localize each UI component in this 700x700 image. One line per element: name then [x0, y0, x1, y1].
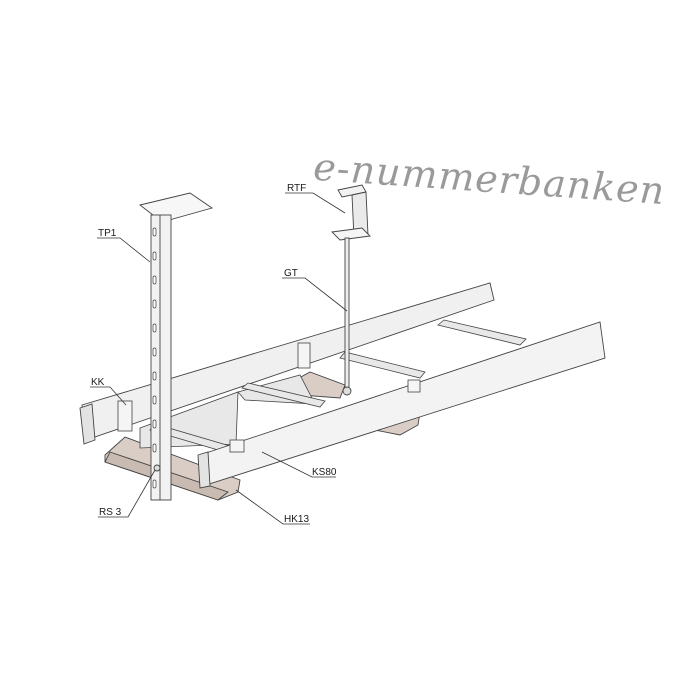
rtf-bracket	[331, 184, 371, 241]
kk-clips	[117, 342, 421, 453]
label-kk: KK	[91, 377, 105, 388]
ks80-front-rail	[197, 321, 606, 489]
label-tp1: TP1	[98, 228, 117, 239]
label-gt: GT	[284, 268, 298, 279]
label-rtf: RTF	[287, 183, 306, 194]
label-rs3: RS 3	[99, 507, 122, 518]
gt-threaded-rod	[342, 237, 352, 396]
ks80-back-rail	[79, 282, 495, 445]
tp1-post	[138, 192, 214, 501]
leader-lines	[90, 192, 348, 525]
label-ks80: KS80	[312, 467, 337, 478]
label-hk13: HK13	[284, 514, 309, 525]
